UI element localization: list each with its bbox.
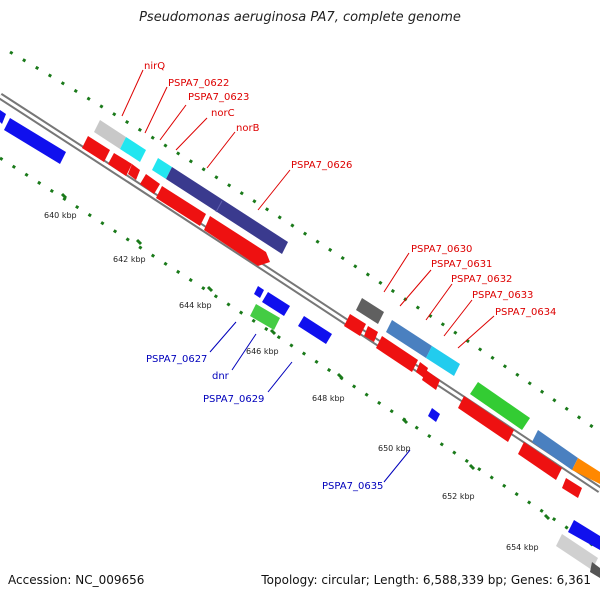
gene-PSPA7_0633[interactable] bbox=[470, 382, 530, 430]
tick-label-646: 646 kbp bbox=[246, 347, 279, 356]
gene-PSPA7_0629[interactable] bbox=[298, 316, 332, 344]
gene-PSPA7_0634[interactable] bbox=[532, 430, 578, 470]
gene-right-darkgrey[interactable] bbox=[590, 562, 600, 578]
label-PSPA7_0635[interactable]: PSPA7_0635 bbox=[322, 481, 383, 492]
forward-arrows bbox=[82, 136, 582, 498]
label-norC[interactable]: norC bbox=[211, 108, 235, 119]
label-PSPA7_0634[interactable]: PSPA7_0634 bbox=[495, 307, 556, 318]
gene-PSPA7_0635[interactable] bbox=[428, 408, 440, 422]
gene-orange[interactable] bbox=[572, 458, 600, 484]
map-title: Pseudomonas aeruginosa PA7, complete gen… bbox=[139, 10, 461, 25]
forward-labels: nirQ PSPA7_0622 PSPA7_0623 norC norB PSP… bbox=[144, 61, 556, 318]
scale-ticks bbox=[60, 192, 551, 521]
gene-PSPA7_0627[interactable] bbox=[254, 286, 264, 298]
label-PSPA7_0633[interactable]: PSPA7_0633 bbox=[472, 290, 533, 301]
accession-text: Accession: NC_009656 bbox=[8, 573, 145, 587]
forward-genes bbox=[94, 120, 600, 484]
tick-label-650: 650 kbp bbox=[378, 444, 411, 453]
reverse-genes bbox=[0, 110, 600, 578]
label-PSPA7_0627[interactable]: PSPA7_0627 bbox=[146, 354, 207, 365]
gene-PSPA7_0630[interactable] bbox=[356, 298, 384, 324]
tick-label-652: 652 kbp bbox=[442, 492, 475, 501]
label-norB[interactable]: norB bbox=[236, 123, 260, 134]
tick-label-642: 642 kbp bbox=[113, 255, 146, 264]
tick-label-640: 640 kbp bbox=[44, 211, 77, 220]
gene-dnr[interactable] bbox=[250, 304, 280, 330]
reverse-labels: PSPA7_0627 dnr PSPA7_0629 PSPA7_0635 bbox=[146, 354, 383, 492]
tick-label-654: 654 kbp bbox=[506, 543, 539, 552]
tick-label-644: 644 kbp bbox=[179, 301, 212, 310]
gene-PSPA7_0623[interactable] bbox=[152, 158, 172, 179]
genome-backbone bbox=[0, 93, 600, 493]
label-PSPA7_0622[interactable]: PSPA7_0622 bbox=[168, 78, 229, 89]
label-PSPA7_0623[interactable]: PSPA7_0623 bbox=[188, 92, 249, 103]
scale-ring bbox=[0, 156, 600, 552]
outer-dotted-ring bbox=[9, 50, 600, 434]
reverse-label-lines bbox=[209, 321, 411, 483]
gene-nirQ[interactable] bbox=[94, 120, 126, 149]
gene-right-blue[interactable] bbox=[568, 520, 600, 550]
label-PSPA7_0629[interactable]: PSPA7_0629 bbox=[203, 394, 264, 405]
label-PSPA7_0632[interactable]: PSPA7_0632 bbox=[451, 274, 512, 285]
label-PSPA7_0630[interactable]: PSPA7_0630 bbox=[411, 244, 472, 255]
topology-text: Topology: circular; Length: 6,588,339 bp… bbox=[261, 573, 591, 587]
gene-blue-near-0627[interactable] bbox=[262, 292, 290, 316]
label-PSPA7_0631[interactable]: PSPA7_0631 bbox=[431, 259, 492, 270]
gene-left-blue-2[interactable] bbox=[4, 118, 66, 164]
gene-PSPA7_0622[interactable] bbox=[120, 137, 146, 162]
gene-PSPA7_0632[interactable] bbox=[426, 346, 460, 376]
label-PSPA7_0626[interactable]: PSPA7_0626 bbox=[291, 160, 352, 171]
forward-label-lines bbox=[121, 69, 495, 349]
tick-label-648: 648 kbp bbox=[312, 394, 345, 403]
gene-left-blue-1[interactable] bbox=[0, 110, 6, 124]
gene-norB[interactable] bbox=[166, 167, 288, 254]
gene-right-grey[interactable] bbox=[556, 534, 598, 570]
gene-PSPA7_0631[interactable] bbox=[386, 320, 432, 358]
label-dnr[interactable]: dnr bbox=[212, 371, 230, 382]
label-nirQ[interactable]: nirQ bbox=[144, 61, 165, 72]
